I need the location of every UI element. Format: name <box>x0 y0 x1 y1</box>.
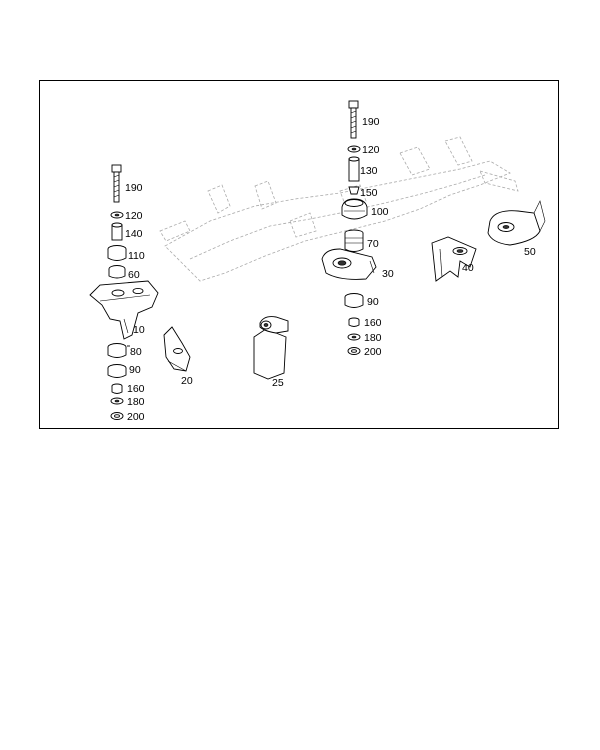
bracket-10 <box>89 280 159 340</box>
spacer-160-right <box>348 317 360 327</box>
nut-200-right <box>347 347 361 355</box>
bracket-40 <box>431 236 477 282</box>
callout-200-left: 200 <box>127 411 145 423</box>
callout-20: 20 <box>181 375 193 387</box>
bushing-70 <box>344 229 364 252</box>
rubber-90-left <box>107 364 127 378</box>
left-mount-stack <box>89 164 159 420</box>
exploded-parts-diagram: 190 120 130 150 100 70 30 90 160 180 200… <box>89 100 546 423</box>
callout-120-right: 120 <box>362 144 380 156</box>
cup-150 <box>348 186 360 195</box>
callout-10: 10 <box>133 324 145 336</box>
callout-60: 60 <box>128 269 140 281</box>
sleeve-140 <box>111 222 123 241</box>
bolt-190-right <box>348 100 359 139</box>
callout-190-left: 190 <box>125 182 143 194</box>
callout-80: 80 <box>130 346 142 358</box>
sleeve-130 <box>348 156 360 182</box>
rubber-80 <box>107 343 127 358</box>
callout-90-right: 90 <box>367 296 379 308</box>
bolt-190-left <box>111 164 122 203</box>
callout-180-left: 180 <box>127 396 145 408</box>
callout-130: 130 <box>360 165 378 177</box>
bracket-20 <box>163 326 191 372</box>
bracket-30 <box>321 248 377 280</box>
rubber-60 <box>108 265 126 279</box>
rubber-110 <box>107 245 127 261</box>
callout-40: 40 <box>462 262 474 274</box>
callout-30: 30 <box>382 268 394 280</box>
nut-200-left <box>110 412 124 420</box>
spacer-160-left <box>111 383 123 394</box>
rubber-90-right <box>344 293 364 308</box>
diagram-frame: 190 120 130 150 100 70 30 90 160 180 200… <box>39 80 559 429</box>
callout-190-right: 190 <box>362 116 380 128</box>
callout-25: 25 <box>272 377 284 389</box>
callout-160-left: 160 <box>127 383 145 395</box>
callout-100: 100 <box>371 206 389 218</box>
callout-70: 70 <box>367 238 379 250</box>
callout-120-left: 120 <box>125 210 143 222</box>
callout-140: 140 <box>125 228 143 240</box>
callout-50: 50 <box>524 246 536 258</box>
callout-labels: 190 120 130 150 100 70 30 90 160 180 200… <box>125 116 536 423</box>
mount-25 <box>253 316 289 380</box>
bracket-50 <box>487 200 546 246</box>
callout-160-right: 160 <box>364 317 382 329</box>
callout-110: 110 <box>128 250 145 262</box>
callout-150: 150 <box>360 187 378 199</box>
right-mount-stack <box>321 100 377 355</box>
callout-180-right: 180 <box>364 332 382 344</box>
callout-90-left: 90 <box>129 364 141 376</box>
rubber-mount-100 <box>341 198 368 220</box>
callout-200-right: 200 <box>364 346 382 358</box>
